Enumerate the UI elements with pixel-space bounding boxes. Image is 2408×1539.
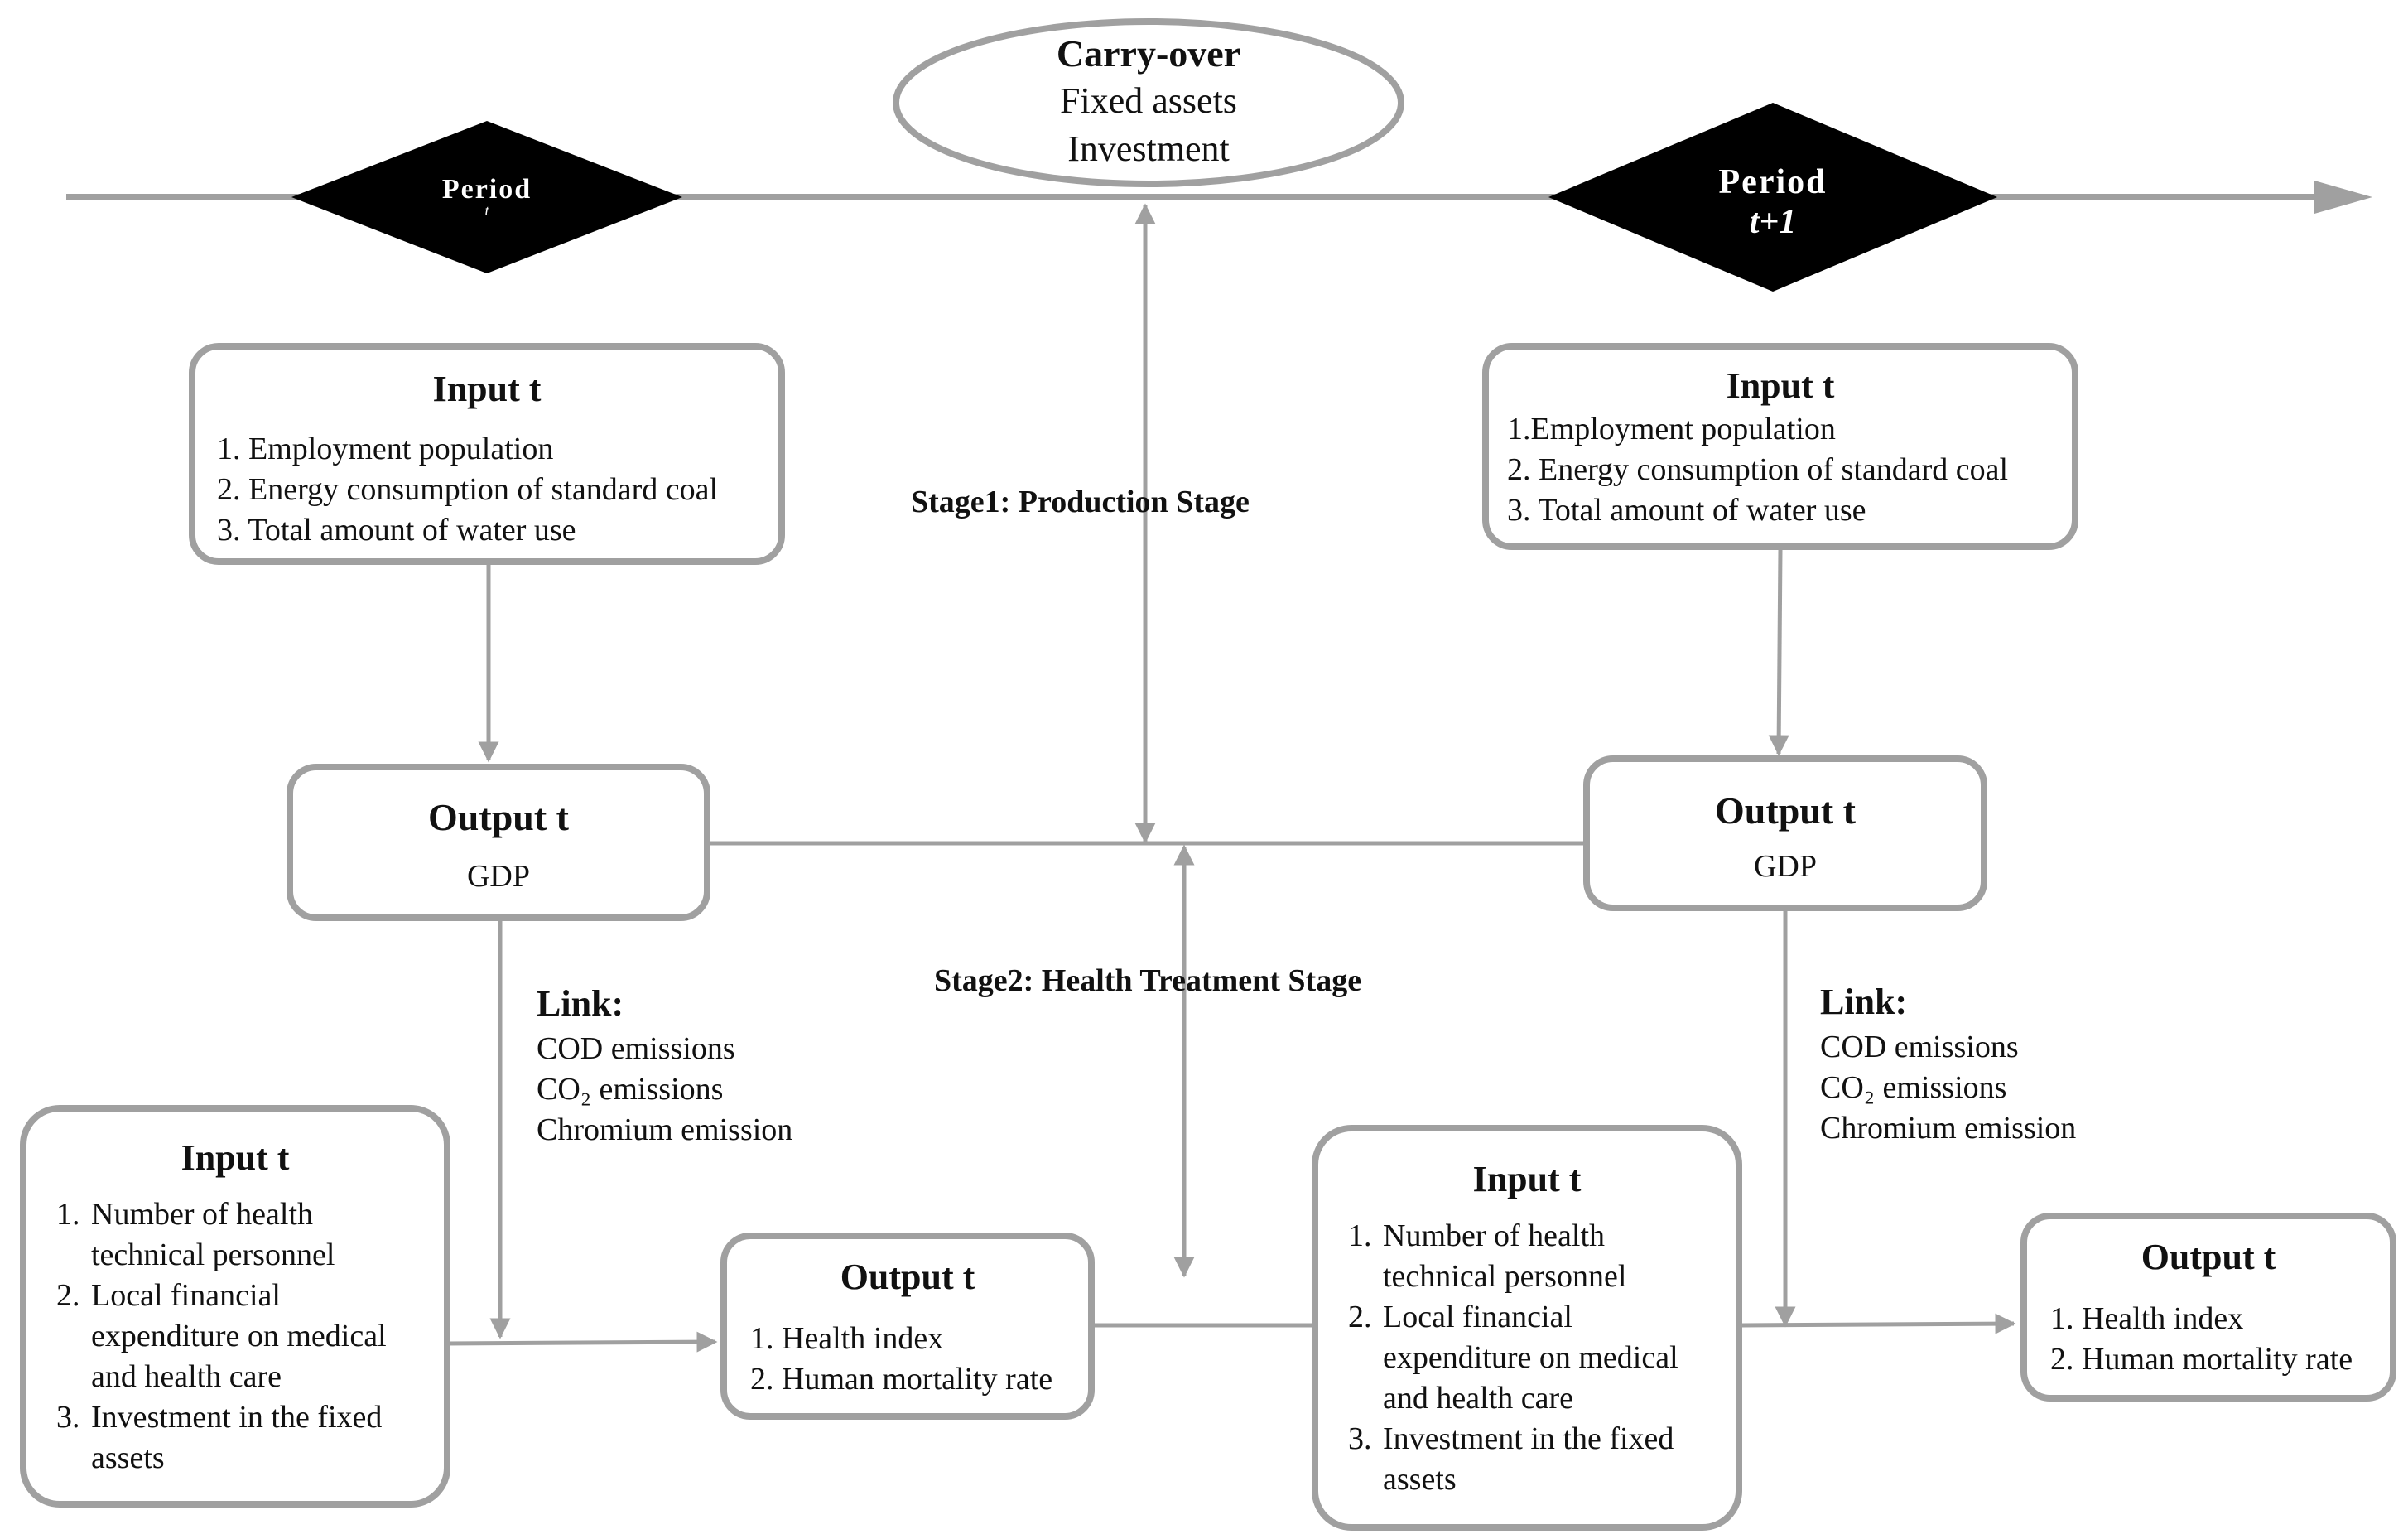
link-right-item-3: Chromium emission [1820,1111,2077,1146]
period-t-diamond [291,121,682,273]
output-title: Output t [2141,1237,2276,1277]
period-t1-diamond [1548,103,1997,292]
list-item: 1. Health index [2050,1301,2244,1336]
output-box-bottom-left: Output t 1. Health index 2. Human mortal… [720,1233,1095,1420]
list-item: 3. Total amount of water use [1507,493,1866,528]
link-right-item-1: COD emissions [1820,1030,2019,1064]
input-list: 1. Number of health technical personnel … [1348,1216,1737,1500]
timeline-arrowhead [2314,181,2372,214]
input-box-bottom-left: Input t 1. Number of health technical pe… [20,1105,450,1508]
period-t1-sub: t+1 [1749,203,1797,241]
list-item: 3. Investment in the fixed assets [56,1400,383,1475]
list-item: 2. Local financial expenditure on medica… [1348,1300,1678,1416]
output-title: Output t [1715,789,1856,832]
list-item: 1. Number of health technical personnel [56,1197,335,1272]
link-left-item-1: COD emissions [537,1031,735,1066]
input-title: Input t [1726,365,1835,406]
input-title: Input t [181,1137,290,1178]
list-item: 1. Employment population [217,432,554,466]
input-box-top-right: Input t 1.Employment population 2. Energ… [1482,343,2078,550]
input-title: Input t [1472,1159,1582,1199]
input-box-bottom-right: Input t 1. Number of health technical pe… [1312,1125,1742,1531]
stage2-label: Stage2: Health Treatment Stage [934,963,1362,998]
list-item: 3. Investment in the fixed assets [1348,1421,1674,1497]
list-item: 2. Energy consumption of standard coal [1507,452,2009,487]
input-list: 1. Number of health technical personnel … [56,1194,445,1479]
stage1-label: Stage1: Production Stage [911,485,1250,519]
link-right-item-2: CO₂ emissions [1820,1070,2007,1105]
input-list: 1. Employment population 2. Energy consu… [217,429,718,551]
carry-over-item-2: Investment [1067,128,1230,169]
list-item: 2. Human mortality rate [750,1362,1053,1397]
carry-over-item-1: Fixed assets [1060,80,1237,121]
list-item: 1. Health index [750,1321,944,1356]
list-item: 2. Energy consumption of standard coal [217,472,719,507]
list-item: 1.Employment population [1507,412,1836,446]
list-item: 2. Local financial expenditure on medica… [56,1278,387,1394]
output-value: GDP [1753,849,1818,884]
list-item: 3. Total amount of water use [217,513,576,548]
link-left-title: Link: [537,983,624,1024]
output-box-mid-right: Output t GDP [1583,755,1987,911]
output-title: Output t [428,796,569,838]
arrow-input-right-to-gdp [1768,549,1789,756]
link-right-title: Link: [1820,982,1908,1022]
period-t-label: Period [441,174,532,205]
carry-over-ellipse [893,18,1404,187]
arrow-input-bl-to-output [446,1331,718,1353]
output-title: Output t [840,1257,975,1297]
output-box-bottom-right: Output t 1. Health index 2. Human mortal… [2020,1213,2396,1402]
input-title: Input t [432,369,542,409]
input-box-top-left: Input t 1. Employment population 2. Ener… [189,343,785,565]
link-left-item-2: CO₂ emissions [537,1072,724,1107]
link-left-item-3: Chromium emission [537,1112,793,1147]
carry-over-title: Carry-over [1056,32,1241,75]
period-t1-label: Period [1718,163,1828,201]
output-box-mid-left: Output t GDP [287,764,710,921]
list-item: 1. Number of health technical personnel [1348,1218,1627,1294]
output-list: 1. Health index 2. Human mortality rate [2050,1299,2353,1380]
arrow-input-br-to-output [1741,1313,2016,1334]
output-list: 1. Health index 2. Human mortality rate [750,1319,1052,1400]
period-t-sub: t [484,202,489,219]
input-list: 1.Employment population 2. Energy consum… [1507,409,2008,531]
list-item: 2. Human mortality rate [2050,1342,2353,1377]
output-value: GDP [466,859,531,894]
